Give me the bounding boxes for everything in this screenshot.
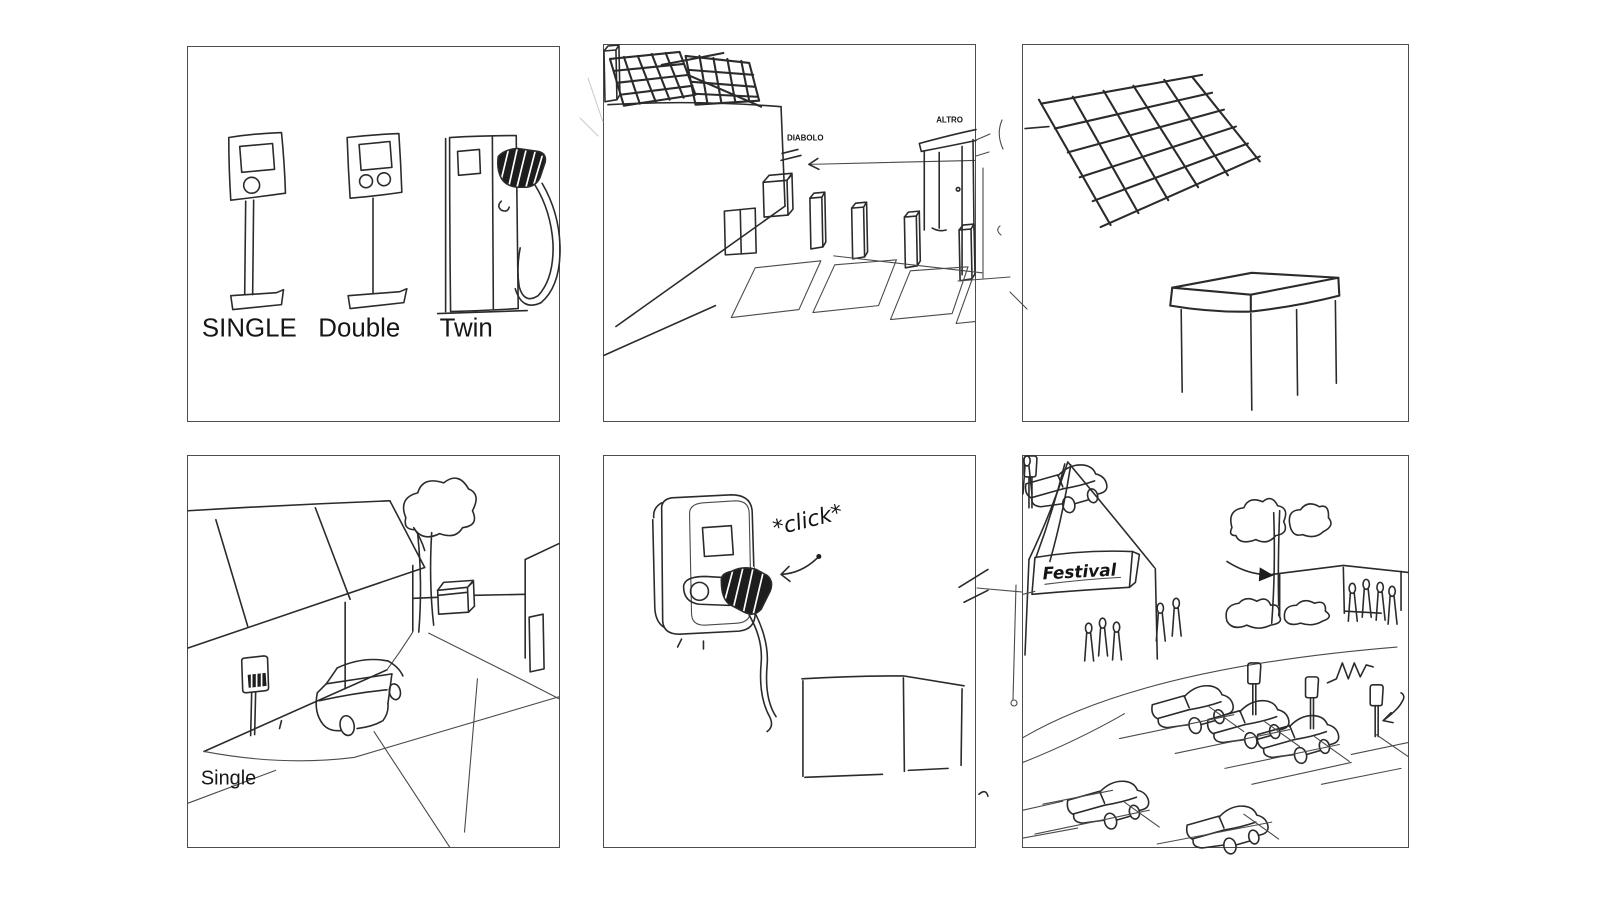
parking-spaces-sketch <box>730 259 976 325</box>
curved-arrow <box>780 557 818 583</box>
zigzag-mark <box>1326 662 1374 684</box>
street-chargers-sketch: DIABOLO ALTRO <box>603 44 983 357</box>
canopy-sketch <box>1169 271 1341 411</box>
right-building-sketch <box>524 542 560 673</box>
solar-panel-grid <box>1037 73 1261 229</box>
crowd-sketch <box>1022 455 1398 662</box>
parking-stripes <box>1022 706 1409 845</box>
solar-canopy-sketch <box>1024 73 1341 411</box>
stray-strokes <box>958 568 989 798</box>
wallbox-screen <box>701 524 735 558</box>
stage-arrow <box>1226 560 1274 582</box>
post-arrow <box>1382 691 1405 724</box>
stage-sketch <box>1270 564 1409 618</box>
car-sketch <box>315 658 404 737</box>
wall-charger-sketch <box>240 655 270 737</box>
charge-posts-sketch <box>1023 455 1405 738</box>
label-double: Double <box>318 314 400 342</box>
tree-sketch <box>402 477 477 633</box>
fence-line <box>412 593 526 600</box>
diabolo-charger-sketch <box>762 148 802 218</box>
label-click: *click* <box>770 500 845 541</box>
pointer-arrow <box>808 157 976 171</box>
parked-cars-sketch <box>1024 464 1340 856</box>
building-sketch <box>603 101 786 357</box>
label-altro: ALTRO <box>936 116 963 125</box>
box-sketch <box>801 675 965 779</box>
bollards-sketch <box>603 44 983 282</box>
panel-charger-types: SINGLE Double Twin <box>187 46 561 422</box>
wallbox-sketch: *click* <box>651 494 989 798</box>
label-diabolo: DIABOLO <box>787 133 824 142</box>
charger-types-sketch: SINGLE Double Twin <box>202 131 561 342</box>
label-twin: Twin <box>440 314 493 342</box>
panel-solar-canopy <box>1022 44 1409 422</box>
solar-roof-sketch <box>608 50 763 108</box>
trees-sketch <box>1229 497 1332 624</box>
label-festival: Festival <box>1042 560 1117 584</box>
charging-cable <box>517 184 554 300</box>
label-single: SINGLE <box>202 314 297 342</box>
path-arcs <box>1022 590 1398 763</box>
plug-cable <box>748 612 777 733</box>
tent-sketch <box>1024 461 1159 660</box>
connector-line <box>1024 125 1050 130</box>
bushes-sketch <box>1225 597 1331 629</box>
road-lines <box>187 632 560 848</box>
double-charger-sketch <box>346 132 408 310</box>
plug-in-socket <box>720 565 777 733</box>
wall-sketch <box>203 564 414 753</box>
street-single-sketch: Single <box>187 477 560 848</box>
label-single-small: Single <box>201 767 256 789</box>
click-annotation <box>780 554 822 583</box>
panel-street-single: Single <box>187 455 560 848</box>
twin-charger-sketch <box>436 134 561 315</box>
wall-tick <box>278 719 283 730</box>
panel-festival: Festival <box>1022 455 1409 856</box>
dumpster-sketch <box>436 579 476 615</box>
wallbox-button <box>689 581 710 602</box>
roof-sketch <box>187 500 426 649</box>
festival-sketch: Festival <box>1022 455 1409 856</box>
single-charger-sketch <box>227 131 287 311</box>
panel-wallbox: *click* <box>603 455 989 848</box>
altro-station-sketch <box>918 128 977 276</box>
panel-street-chargers: DIABOLO ALTRO <box>603 44 983 422</box>
